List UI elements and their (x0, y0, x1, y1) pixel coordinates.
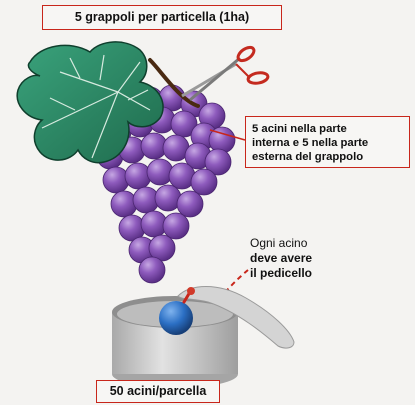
grape-berry (102, 166, 130, 194)
grape-berry (138, 256, 166, 284)
grape-berry (170, 110, 198, 138)
vine-leaf (16, 41, 164, 164)
grape-berry (190, 168, 218, 196)
callout-line-1: 5 acini nella parte (252, 123, 347, 135)
grape-berry (204, 148, 232, 176)
note-line-2: deve avere (250, 251, 313, 265)
berry-icon (159, 287, 195, 335)
title-label: 5 grappoli per particella (1ha) (42, 5, 282, 30)
note-line-1: Ogni acino (250, 236, 308, 250)
grape-stem (148, 58, 200, 108)
grape-berry (110, 190, 138, 218)
container-icon (112, 286, 295, 388)
callout-pointer (209, 129, 246, 141)
callout-line-2: interna e 5 nella parte (252, 137, 369, 149)
grape-berry (162, 212, 190, 240)
note-line-3: il pedicello (250, 266, 313, 280)
bottom-label: 50 acini/parcella (96, 380, 220, 403)
grape-berry (124, 162, 152, 190)
grape-berry (148, 234, 176, 262)
sampling-callout: 5 acini nella parte interna e 5 nella pa… (245, 116, 410, 168)
grape-berry (146, 158, 174, 186)
scissors-icon (181, 45, 270, 102)
pedicel-note: Ogni acino deve avere il pedicello (250, 236, 370, 281)
grape-berry (176, 190, 204, 218)
callout-line-3: esterna del grappolo (252, 151, 364, 163)
